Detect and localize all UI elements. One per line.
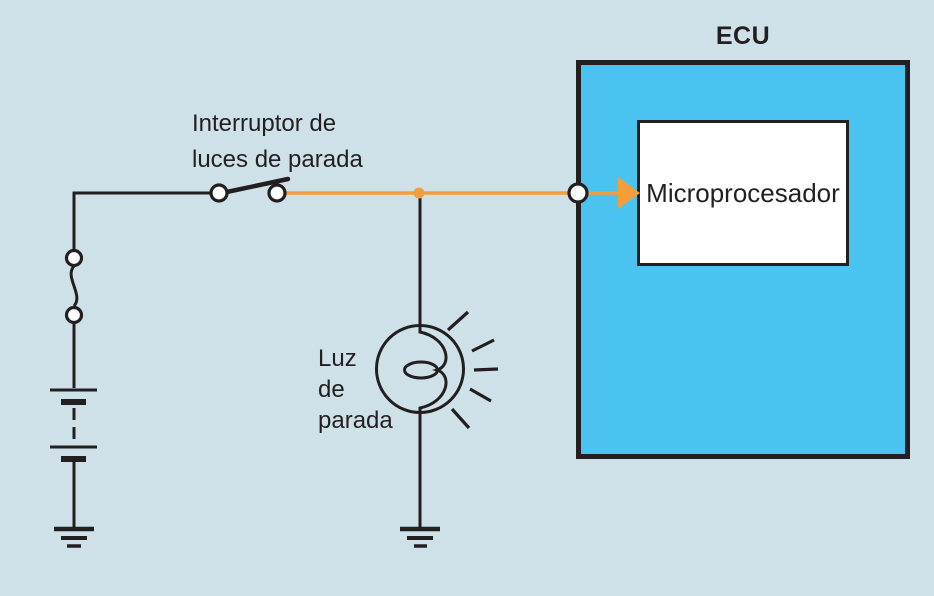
black-wires xyxy=(72,191,422,527)
stop-light-label: Luz de parada xyxy=(318,345,393,434)
lamp-filament xyxy=(418,326,448,412)
wire-switch-to-fuse xyxy=(72,191,211,250)
fuse-squiggle xyxy=(69,264,79,308)
light-ray xyxy=(450,407,471,430)
ecu-input-terminal xyxy=(567,182,589,204)
microprocessor-box: Microprocesador xyxy=(637,120,849,266)
stop-light-switch-label: Interruptor de luces de parada xyxy=(192,110,363,173)
light-rays xyxy=(446,310,499,430)
lamp-icon xyxy=(375,310,499,430)
fuse-icon xyxy=(64,248,84,325)
junction-dot xyxy=(413,187,425,199)
ecu-label: ECU xyxy=(715,22,771,50)
light-ray xyxy=(446,310,470,332)
fuse-terminal-top xyxy=(64,248,84,268)
light-ray xyxy=(473,367,499,372)
switch-lever xyxy=(219,176,291,196)
signal-wire xyxy=(285,177,640,209)
ground-icon-battery xyxy=(54,526,94,548)
lamp-bulb xyxy=(375,324,465,414)
light-ray xyxy=(469,387,492,403)
lamp-filament-loop xyxy=(403,360,439,380)
arrow-right-icon xyxy=(618,177,640,209)
light-ray xyxy=(471,338,495,353)
switch-terminal-left xyxy=(209,183,229,203)
battery-icon xyxy=(50,388,97,462)
open-switch-icon xyxy=(209,176,291,203)
microprocessor-label: Microprocesador xyxy=(646,177,840,208)
fuse-terminal-bottom xyxy=(64,305,84,325)
ground-icon-lamp xyxy=(400,526,440,548)
switch-terminal-right xyxy=(267,183,287,203)
